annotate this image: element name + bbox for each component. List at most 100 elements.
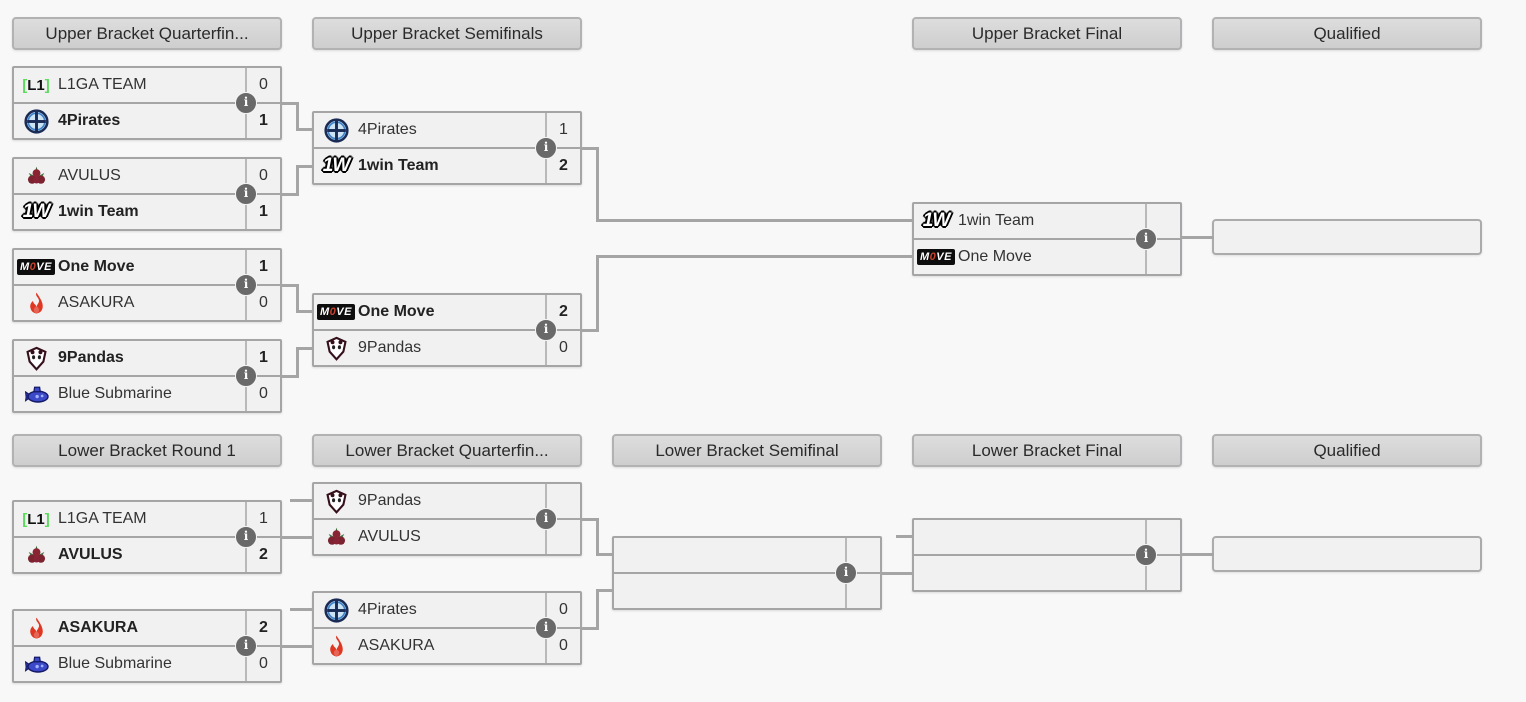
- connector-line: [296, 128, 314, 131]
- connector-line: [280, 193, 298, 196]
- l1ga-team-logo-icon: [L1]: [22, 76, 50, 94]
- info-icon[interactable]: i: [235, 526, 257, 548]
- team-row: 1W 1win Team 2: [314, 147, 580, 183]
- team-row: Blue Submarine 0: [14, 375, 280, 411]
- connector-line: [296, 165, 299, 196]
- info-icon[interactable]: i: [1135, 544, 1157, 566]
- connector-line: [280, 375, 298, 378]
- team-name[interactable]: 4Pirates: [58, 112, 121, 129]
- connector-line: [280, 102, 298, 105]
- team-name[interactable]: Blue Submarine: [58, 385, 172, 402]
- connector-line: [896, 535, 914, 538]
- connector-line: [580, 147, 598, 150]
- match-ub-qf3: M0VE One Move 1 ASAKURA 0 i: [12, 248, 282, 322]
- team-row: AVULUS: [314, 518, 580, 554]
- team-name[interactable]: ASAKURA: [358, 637, 435, 654]
- team-score: [845, 538, 880, 572]
- info-icon[interactable]: i: [235, 274, 257, 296]
- asakura-logo-icon: [314, 634, 358, 659]
- team-score: 2: [245, 538, 280, 572]
- team-score: [1145, 556, 1180, 590]
- team-name[interactable]: AVULUS: [58, 546, 123, 563]
- team-name[interactable]: L1GA TEAM: [58, 510, 147, 527]
- qualified-slot-lower: [1212, 536, 1482, 572]
- match-lb-qf1: 9Pandas AVULUS i: [312, 482, 582, 556]
- 9pandas-logo-icon: [314, 336, 358, 361]
- team-score: [845, 574, 880, 608]
- team-name[interactable]: L1GA TEAM: [58, 76, 147, 93]
- match-lb-qf2: 4Pirates 0 ASAKURA 0 i: [312, 591, 582, 665]
- match-lb-r1m1: [L1] L1GA TEAM 1 AVULUS 2 i: [12, 500, 282, 574]
- team-name[interactable]: One Move: [358, 303, 435, 320]
- team-name[interactable]: AVULUS: [58, 167, 121, 184]
- team-score: 0: [545, 331, 580, 365]
- header-lower-bracket-final: Lower Bracket Final: [912, 434, 1182, 467]
- match-ub-sf2: M0VE One Move 2 9Pandas 0 i: [312, 293, 582, 367]
- connector-line: [580, 518, 598, 521]
- header-lower-bracket-semifinal: Lower Bracket Semifinal: [612, 434, 882, 467]
- team-name[interactable]: 4Pirates: [358, 601, 417, 618]
- l1ga-team-logo-icon: [L1]: [22, 510, 50, 528]
- team-name[interactable]: ASAKURA: [58, 294, 135, 311]
- info-icon[interactable]: i: [235, 92, 257, 114]
- team-score: 0: [245, 377, 280, 411]
- connector-line: [296, 347, 314, 350]
- team-row: [914, 554, 1180, 590]
- connector-line: [596, 255, 914, 258]
- team-score: [1145, 520, 1180, 554]
- team-name[interactable]: One Move: [958, 248, 1032, 265]
- team-score: 0: [245, 159, 280, 193]
- team-name[interactable]: Blue Submarine: [58, 655, 172, 672]
- one-move-logo-icon: M0VE: [914, 249, 958, 265]
- team-name[interactable]: 4Pirates: [358, 121, 417, 138]
- connector-line: [596, 589, 599, 630]
- team-row: ASAKURA 0: [14, 284, 280, 320]
- team-score: 1: [245, 195, 280, 229]
- info-icon[interactable]: i: [235, 183, 257, 205]
- connector-line: [596, 518, 599, 556]
- info-icon[interactable]: i: [235, 635, 257, 657]
- team-score: 0: [245, 647, 280, 681]
- team-name[interactable]: One Move: [58, 258, 135, 275]
- info-icon[interactable]: i: [535, 137, 557, 159]
- blue-submarine-logo-icon: [14, 652, 58, 677]
- match-lb-sf: i: [612, 536, 882, 610]
- team-score: [1145, 240, 1180, 274]
- team-row: M0VE One Move 1: [14, 250, 280, 284]
- info-icon[interactable]: i: [535, 617, 557, 639]
- connector-line: [290, 608, 314, 611]
- team-score: [1145, 204, 1180, 238]
- team-name[interactable]: 9Pandas: [58, 349, 124, 366]
- team-name[interactable]: 1win Team: [958, 212, 1035, 229]
- info-icon[interactable]: i: [1135, 228, 1157, 250]
- team-row: M0VE One Move: [914, 238, 1180, 274]
- 1win-team-logo-icon: 1W: [322, 155, 350, 176]
- team-row: AVULUS 2: [14, 536, 280, 572]
- team-row: 4Pirates 1: [314, 113, 580, 147]
- team-name[interactable]: 9Pandas: [358, 339, 422, 356]
- header-upper-bracket-final: Upper Bracket Final: [912, 17, 1182, 50]
- info-icon[interactable]: i: [835, 562, 857, 584]
- team-score: 0: [545, 593, 580, 627]
- team-name[interactable]: 1win Team: [358, 157, 439, 174]
- info-icon[interactable]: i: [535, 508, 557, 530]
- info-icon[interactable]: i: [235, 365, 257, 387]
- match-ub-qf4: 9Pandas 1 Blue Submarine 0 i: [12, 339, 282, 413]
- team-row: [614, 572, 880, 608]
- one-move-logo-icon: M0VE: [314, 304, 358, 320]
- connector-line: [596, 553, 614, 556]
- team-row: [L1] L1GA TEAM 1: [14, 502, 280, 536]
- team-name[interactable]: AVULUS: [358, 528, 421, 545]
- info-icon[interactable]: i: [535, 319, 557, 341]
- team-name[interactable]: 9Pandas: [358, 492, 422, 509]
- team-row: AVULUS 0: [14, 159, 280, 193]
- team-name[interactable]: ASAKURA: [58, 619, 138, 636]
- team-score: 0: [245, 286, 280, 320]
- connector-line: [280, 645, 314, 648]
- 9pandas-logo-icon: [314, 489, 358, 514]
- team-score: 0: [245, 68, 280, 102]
- connector-line: [296, 165, 314, 168]
- match-lb-final: i: [912, 518, 1182, 592]
- team-name[interactable]: 1win Team: [58, 203, 139, 220]
